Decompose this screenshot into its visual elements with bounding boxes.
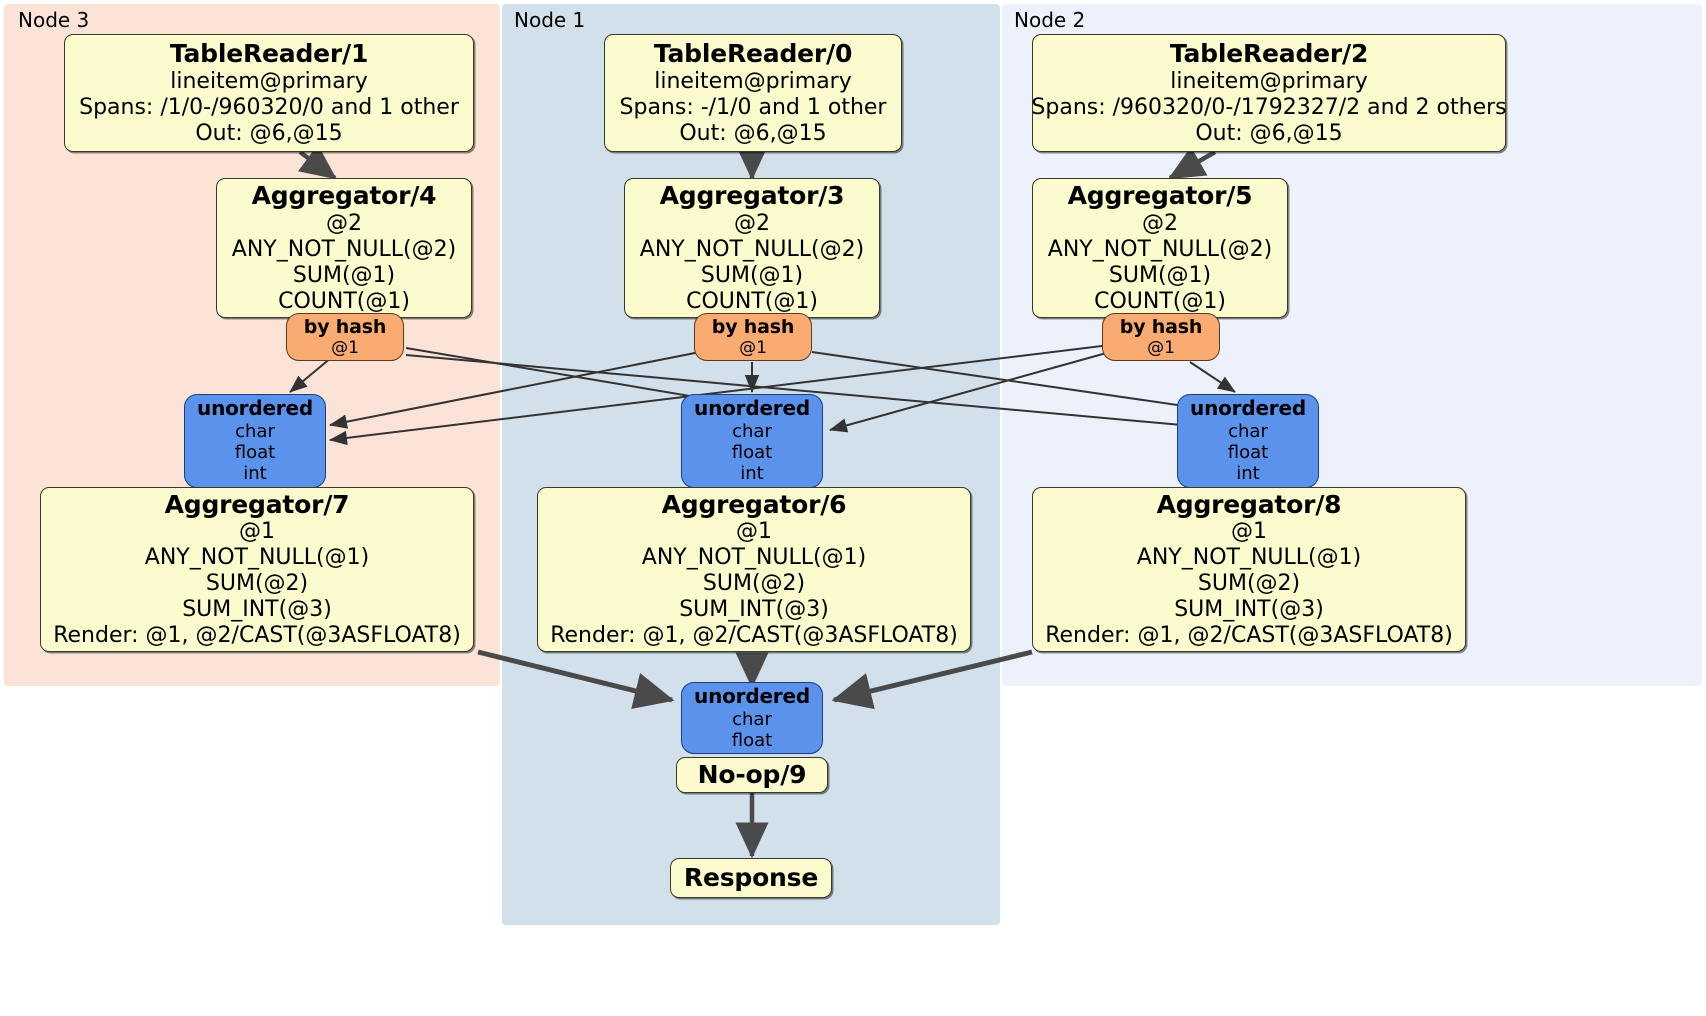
node-detail-line: @1 (1231, 519, 1267, 545)
node-title: TableReader/1 (169, 39, 369, 69)
node-detail-line: Out: @6,@15 (195, 120, 343, 146)
processor-aggregator-7[interactable]: Aggregator/7 @1 ANY_NOT_NULL(@1) SUM(@2)… (40, 487, 474, 652)
node-detail-line: SUM_INT(@3) (679, 597, 829, 623)
router-by-hash-right[interactable]: by hash @1 (1102, 313, 1220, 361)
router-detail-line: float (1227, 442, 1269, 464)
processor-response[interactable]: Response (670, 858, 832, 898)
router-detail-line: @1 (1147, 338, 1175, 359)
node-detail-line: SUM(@1) (1108, 262, 1212, 288)
node-detail-line: Spans: /1/0-/960320/0 and 1 other (79, 94, 459, 120)
node-detail-line: @2 (326, 210, 362, 236)
node-detail-line: SUM_INT(@3) (1174, 597, 1324, 623)
router-title: by hash (303, 315, 387, 338)
router-detail-line: char (732, 708, 772, 730)
router-title: unordered (694, 683, 810, 708)
node-region-label-node1: Node 1 (514, 8, 586, 32)
node-detail-line: COUNT(@1) (686, 288, 818, 314)
node-detail-line: Spans: -/1/0 and 1 other (619, 94, 887, 120)
node-title: Aggregator/7 (164, 489, 350, 519)
router-unordered-final[interactable]: unordered char float (681, 682, 823, 754)
router-by-hash-left[interactable]: by hash @1 (286, 313, 404, 361)
node-detail-line: SUM(@1) (700, 262, 804, 288)
node-title: Aggregator/5 (1067, 181, 1253, 211)
router-detail-line: float (731, 442, 773, 464)
node-title: Aggregator/8 (1156, 489, 1342, 519)
node-region-label-node2: Node 2 (1014, 8, 1086, 32)
node-detail-line: @1 (239, 519, 275, 545)
node-detail-line: ANY_NOT_NULL(@2) (639, 236, 865, 262)
router-detail-line: @1 (331, 338, 359, 359)
processor-aggregator-5[interactable]: Aggregator/5 @2 ANY_NOT_NULL(@2) SUM(@1)… (1032, 178, 1288, 318)
node-detail-line: ANY_NOT_NULL(@2) (231, 236, 457, 262)
router-detail-line: float (731, 729, 773, 751)
node-detail-line: lineitem@primary (1170, 68, 1368, 94)
processor-aggregator-4[interactable]: Aggregator/4 @2 ANY_NOT_NULL(@2) SUM(@1)… (216, 178, 472, 318)
node-detail-line: Spans: /960320/0-/1792327/2 and 2 others (1031, 94, 1507, 120)
router-title: by hash (711, 315, 795, 338)
node-detail-line: SUM(@2) (1197, 571, 1301, 597)
router-title: unordered (197, 396, 313, 421)
node-detail-line: Out: @6,@15 (1195, 120, 1343, 146)
node-detail-line: SUM_INT(@3) (182, 597, 332, 623)
router-detail-line: char (235, 420, 275, 442)
node-detail-line: Render: @1, @2/CAST(@3ASFLOAT8) (550, 623, 958, 649)
node-title: TableReader/2 (1169, 39, 1369, 69)
node-detail-line: Out: @6,@15 (679, 120, 827, 146)
node-detail-line: Render: @1, @2/CAST(@3ASFLOAT8) (53, 623, 461, 649)
processor-aggregator-8[interactable]: Aggregator/8 @1 ANY_NOT_NULL(@1) SUM(@2)… (1032, 487, 1466, 652)
node-detail-line: Render: @1, @2/CAST(@3ASFLOAT8) (1045, 623, 1453, 649)
router-unordered-right[interactable]: unordered char float int (1177, 394, 1319, 488)
node-title: TableReader/0 (653, 39, 853, 69)
processor-noop-9[interactable]: No-op/9 (676, 757, 828, 793)
node-detail-line: @1 (736, 519, 772, 545)
router-unordered-mid[interactable]: unordered char float int (681, 394, 823, 488)
node-detail-line: COUNT(@1) (1094, 288, 1226, 314)
router-detail-line: char (732, 420, 772, 442)
node-detail-line: SUM(@2) (205, 571, 309, 597)
node-detail-line: SUM(@1) (292, 262, 396, 288)
node-detail-line: ANY_NOT_NULL(@1) (1136, 545, 1362, 571)
router-detail-line: int (740, 463, 764, 485)
node-region-label-node3: Node 3 (18, 8, 90, 32)
router-unordered-left[interactable]: unordered char float int (184, 394, 326, 488)
node-detail-line: ANY_NOT_NULL(@2) (1047, 236, 1273, 262)
node-detail-line: lineitem@primary (170, 68, 368, 94)
node-detail-line: lineitem@primary (654, 68, 852, 94)
router-by-hash-mid[interactable]: by hash @1 (694, 313, 812, 361)
node-title: Response (683, 863, 819, 893)
router-title: unordered (1190, 396, 1306, 421)
processor-table-reader-0[interactable]: TableReader/0 lineitem@primary Spans: -/… (604, 34, 902, 152)
node-detail-line: SUM(@2) (702, 571, 806, 597)
node-detail-line: ANY_NOT_NULL(@1) (144, 545, 370, 571)
node-title: Aggregator/6 (661, 489, 847, 519)
router-detail-line: char (1228, 420, 1268, 442)
router-detail-line: int (1236, 463, 1260, 485)
node-detail-line: COUNT(@1) (278, 288, 410, 314)
processor-aggregator-6[interactable]: Aggregator/6 @1 ANY_NOT_NULL(@1) SUM(@2)… (537, 487, 971, 652)
router-title: by hash (1119, 315, 1203, 338)
node-detail-line: ANY_NOT_NULL(@1) (641, 545, 867, 571)
router-detail-line: @1 (739, 338, 767, 359)
router-detail-line: int (243, 463, 267, 485)
node-detail-line: @2 (734, 210, 770, 236)
router-title: unordered (694, 396, 810, 421)
node-detail-line: @2 (1142, 210, 1178, 236)
node-title: Aggregator/4 (251, 181, 437, 211)
node-title: No-op/9 (697, 760, 807, 790)
processor-table-reader-2[interactable]: TableReader/2 lineitem@primary Spans: /9… (1031, 34, 1507, 152)
processor-table-reader-1[interactable]: TableReader/1 lineitem@primary Spans: /1… (64, 34, 474, 152)
processor-aggregator-3[interactable]: Aggregator/3 @2 ANY_NOT_NULL(@2) SUM(@1)… (624, 178, 880, 318)
node-title: Aggregator/3 (659, 181, 845, 211)
router-detail-line: float (234, 442, 276, 464)
